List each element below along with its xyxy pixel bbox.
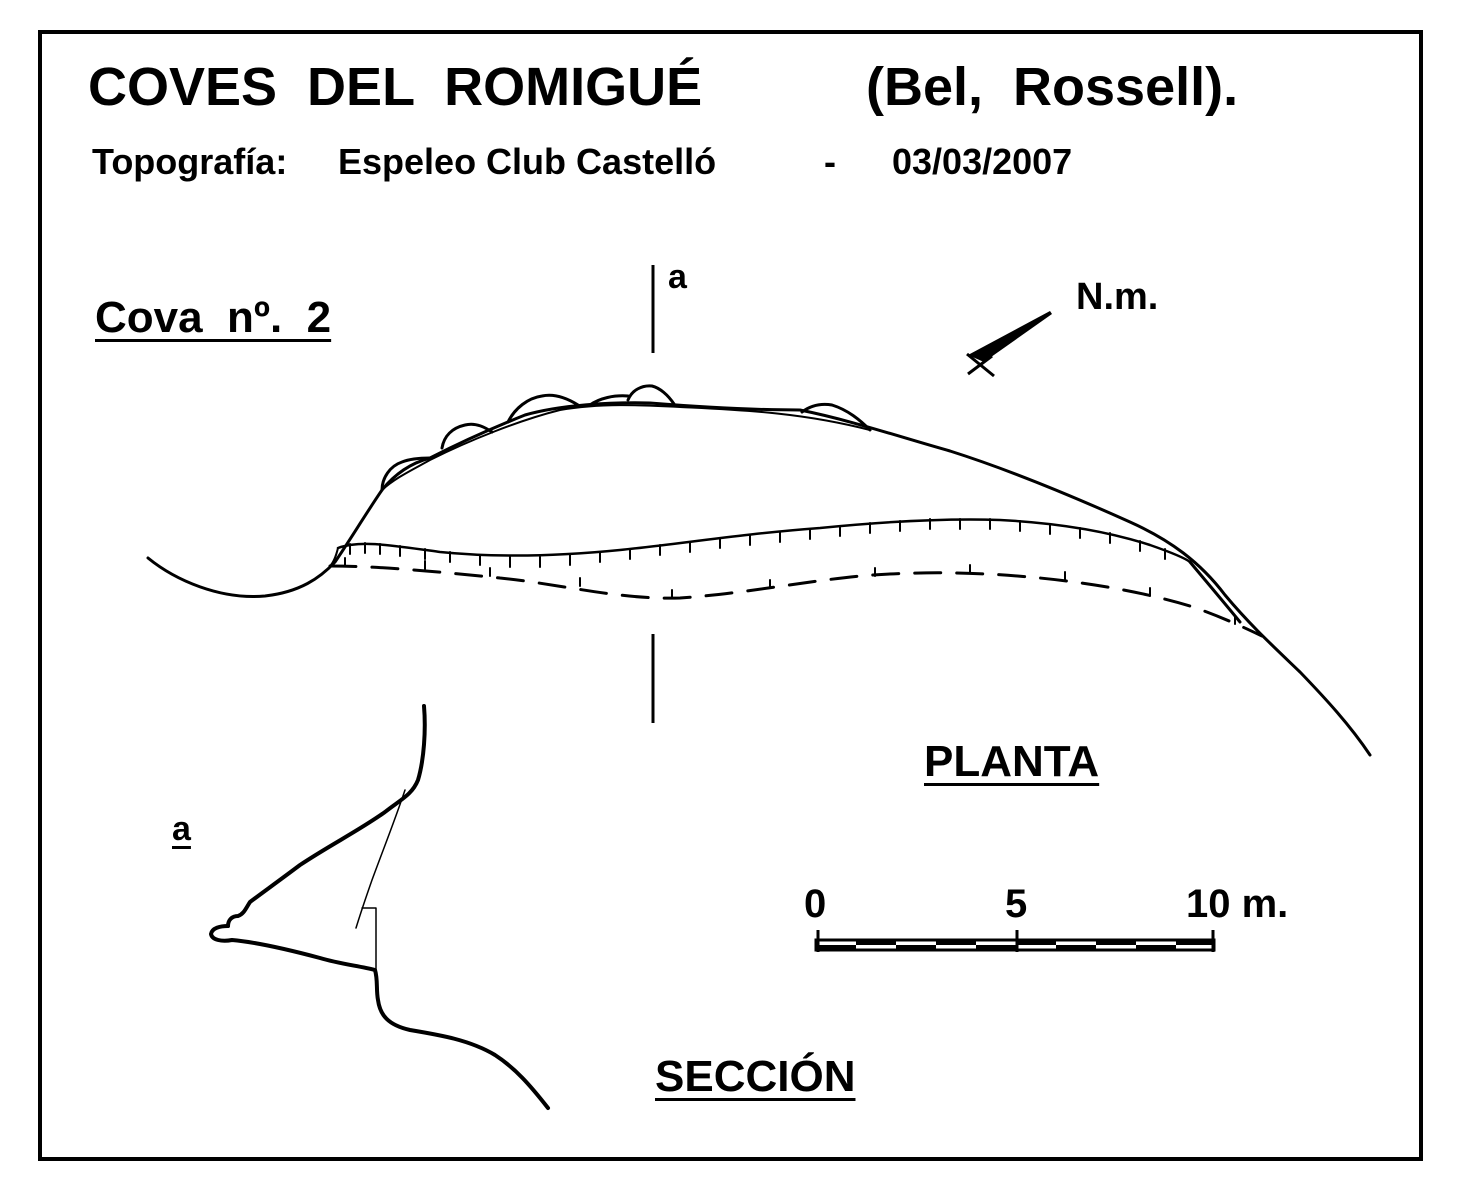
survey-date: 03/03/2007 — [892, 141, 1073, 182]
cave-title: COVES DEL ROMIGUÉ — [88, 57, 703, 117]
plan-view-outline — [146, 384, 1372, 757]
scale-label-5: 5 — [1005, 882, 1028, 926]
cave-location: (Bel, Rossell). — [866, 57, 1239, 117]
survey-club: Espeleo Club Castelló — [338, 141, 717, 182]
scale-label-10: 10 m. — [1186, 882, 1289, 926]
plan-view-label: PLANTA — [924, 737, 1100, 786]
section-view-profile — [209, 704, 550, 1110]
scale-label-0: 0 — [804, 882, 827, 926]
section-line-label: a — [668, 258, 687, 296]
section-view-label: SECCIÓN — [655, 1052, 856, 1101]
survey-label: Topografía: — [92, 141, 288, 182]
north-label: N.m. — [1076, 276, 1159, 318]
section-profile-label: a — [172, 810, 191, 848]
north-arrow-icon — [966, 311, 1052, 378]
map-frame — [38, 30, 1423, 1161]
survey-separator: - — [824, 141, 836, 182]
cave-number: Cova nº. 2 — [95, 293, 332, 342]
scale-bar — [814, 930, 1216, 952]
